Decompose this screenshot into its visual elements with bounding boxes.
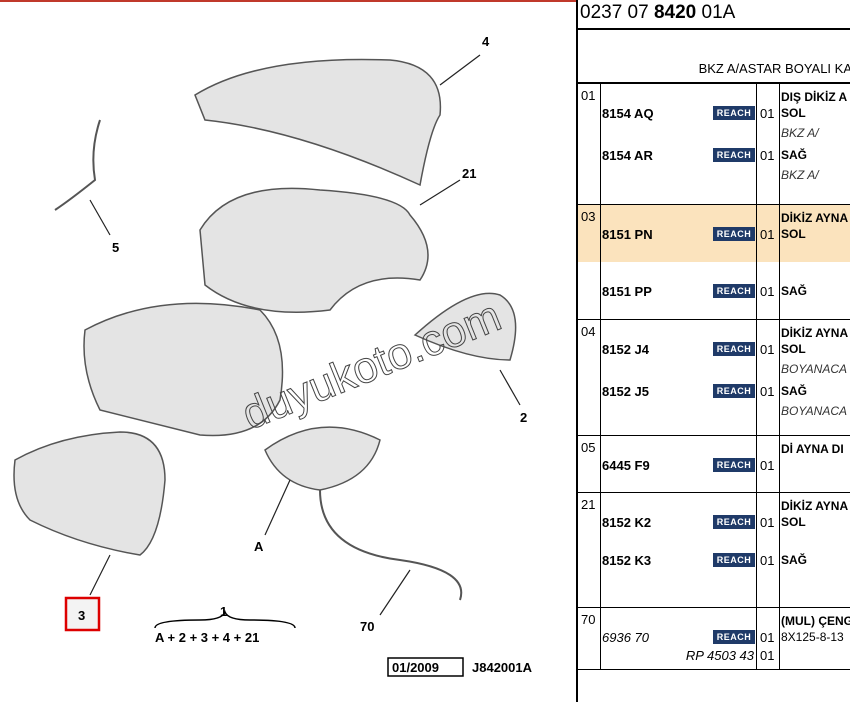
quantity: 01 <box>760 384 775 399</box>
part-number[interactable]: 8152 K2 <box>602 515 652 530</box>
quantity: 01 <box>760 284 775 299</box>
callout-70: 70 <box>360 619 374 634</box>
part-number[interactable]: 8151 PP <box>602 284 652 299</box>
part-number[interactable]: 8151 PN <box>602 227 653 242</box>
group-ref: 04 <box>581 324 596 339</box>
parts-group-row[interactable]: 03 DİKİZ AYNA 8151 PN REACH 01 SOL 8151 PP REAC… <box>578 205 850 320</box>
top-border <box>0 0 576 2</box>
reach-badge: REACH <box>713 342 755 356</box>
callout-1: 1 <box>220 604 227 619</box>
reach-badge: REACH <box>713 284 755 298</box>
part-note: BKZ A/ <box>781 126 819 140</box>
part-number[interactable]: 8154 AQ <box>602 106 654 121</box>
part-description: SAĞ <box>781 553 808 567</box>
callout-4: 4 <box>482 34 490 49</box>
quantity: 01 <box>760 515 775 530</box>
table-header: BKZ A/ASTAR BOYALI KA <box>578 28 850 84</box>
quantity: 01 <box>760 227 775 242</box>
mirror-base <box>264 426 381 491</box>
quantity: 01 <box>760 458 775 473</box>
reach-badge: REACH <box>713 515 755 529</box>
part-number[interactable]: RP 4503 43 <box>685 648 754 663</box>
quantity: 01 <box>760 148 775 163</box>
drawing-reference: J842001A <box>472 660 533 675</box>
group-ref: 21 <box>581 497 596 512</box>
part-number[interactable]: 8154 AR <box>602 148 653 163</box>
part-number[interactable]: 8152 J4 <box>602 342 649 357</box>
part-note: BOYANACA <box>781 362 848 376</box>
reach-badge: REACH <box>713 553 755 567</box>
group-title: Dİ AYNA DI <box>781 442 844 456</box>
part-3-mirror-glass <box>13 431 166 556</box>
quantity: 01 <box>760 342 775 357</box>
part-21-mirror-housing <box>199 187 429 313</box>
parts-group-row[interactable]: 05 Dİ AYNA DI 6445 F9 REACH 01 <box>578 436 850 493</box>
group-title: DİKİZ AYNA <box>781 211 849 225</box>
group-ref: 01 <box>581 88 596 103</box>
part-number[interactable]: 8152 J5 <box>602 384 649 399</box>
group-title: DİKİZ AYNA <box>781 499 849 513</box>
parts-group-row[interactable]: 21 DİKİZ AYNA 8152 K2 REACH 01 SOL 8152 K3 REAC… <box>578 493 850 608</box>
group-title: DİKİZ AYNA <box>781 326 849 340</box>
parts-group-row[interactable]: 70 (MUL) ÇENG 6936 70 REACH 01 8X125-8-13 RP 4… <box>578 608 850 670</box>
part-description: 8X125-8-13 <box>781 630 844 644</box>
part-description: SOL <box>781 106 806 120</box>
reach-badge: REACH <box>713 384 755 398</box>
group-ref: 05 <box>581 440 596 455</box>
part-description: SOL <box>781 342 806 356</box>
part-number[interactable]: 8152 K3 <box>602 553 652 568</box>
reference-number: 0237 07 8420 01A <box>580 2 736 23</box>
group-title: DIŞ DİKİZ A <box>781 90 848 104</box>
quantity: 01 <box>760 630 775 645</box>
part-number[interactable]: 6936 70 <box>602 630 649 645</box>
exploded-parts-diagram: 4 21 5 2 A 3 70 1 A + 2 + 3 + 4 + 21 01/… <box>13 34 533 677</box>
quantity: 01 <box>760 553 775 568</box>
reach-badge: REACH <box>713 630 755 644</box>
quantity: 01 <box>760 648 775 663</box>
part-4-mirror-cap <box>194 58 442 187</box>
part-description: SAĞ <box>781 384 808 398</box>
group-title: (MUL) ÇENG <box>781 614 850 628</box>
part-a-mirror-body <box>83 302 284 437</box>
part-description: SOL <box>781 515 806 529</box>
part-description: SAĞ <box>781 148 808 162</box>
reach-badge: REACH <box>713 458 755 472</box>
part-note: BKZ A/ <box>781 168 819 182</box>
part-note: BOYANACA <box>781 404 848 418</box>
group-ref: 70 <box>581 612 596 627</box>
callout-a: A <box>254 539 264 554</box>
part-5-cable <box>54 119 101 211</box>
callout-21: 21 <box>462 166 476 181</box>
callout-2: 2 <box>520 410 527 425</box>
harness-cable <box>319 489 463 601</box>
parts-list-panel: 0237 07 8420 01A BKZ A/ASTAR BOYALI KA 0… <box>576 0 850 702</box>
callout-3: 3 <box>78 608 85 623</box>
assembly-formula: A + 2 + 3 + 4 + 21 <box>155 630 259 645</box>
part-description: SAĞ <box>781 284 808 298</box>
part-2-trim <box>413 292 517 361</box>
callout-5: 5 <box>112 240 119 255</box>
reach-badge: REACH <box>713 148 755 162</box>
part-number[interactable]: 6445 F9 <box>602 458 650 473</box>
part-description: SOL <box>781 227 806 241</box>
reach-badge: REACH <box>713 106 755 120</box>
header-note: BKZ A/ASTAR BOYALI KA <box>698 61 850 76</box>
date-code: 01/2009 <box>392 660 439 675</box>
reach-badge: REACH <box>713 227 755 241</box>
quantity: 01 <box>760 106 775 121</box>
parts-group-row[interactable]: 04 DİKİZ AYNA 8152 J4 REACH 01 SOL BOYANACA 815… <box>578 320 850 436</box>
group-ref: 03 <box>581 209 596 224</box>
